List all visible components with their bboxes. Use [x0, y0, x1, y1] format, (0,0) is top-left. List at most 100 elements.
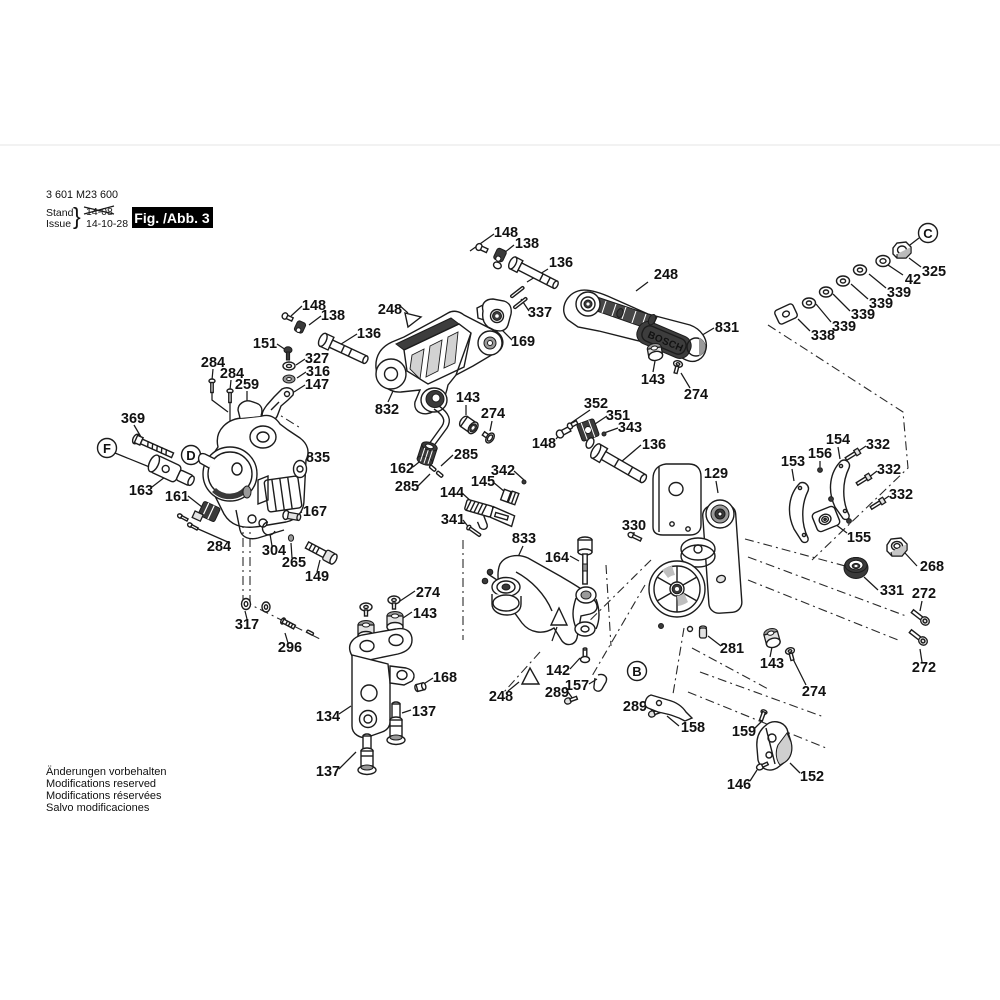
svg-text:304: 304 — [262, 543, 286, 559]
svg-text:835: 835 — [306, 450, 330, 466]
svg-text:316: 316 — [306, 364, 330, 380]
svg-text:143: 143 — [456, 390, 480, 406]
svg-text:259: 259 — [235, 377, 259, 393]
svg-text:289: 289 — [623, 699, 647, 715]
svg-text:158: 158 — [681, 720, 705, 736]
svg-text:136: 136 — [357, 326, 381, 342]
svg-text:152: 152 — [800, 769, 824, 785]
svg-text:146: 146 — [727, 777, 751, 793]
svg-text:285: 285 — [454, 447, 478, 463]
svg-text:137: 137 — [316, 764, 340, 780]
svg-text:296: 296 — [278, 640, 302, 656]
svg-text:831: 831 — [715, 320, 739, 336]
svg-text:339: 339 — [869, 296, 893, 312]
svg-text:Fig. /Abb. 3: Fig. /Abb. 3 — [134, 210, 210, 226]
svg-text:B: B — [632, 664, 641, 679]
svg-text:151: 151 — [253, 336, 277, 352]
svg-text:168: 168 — [433, 670, 457, 686]
svg-text:155: 155 — [847, 530, 871, 546]
svg-text:3 601 M23 600: 3 601 M23 600 — [46, 189, 118, 201]
svg-text:330: 330 — [622, 518, 646, 534]
svg-text:138: 138 — [515, 236, 539, 252]
svg-text:274: 274 — [481, 406, 505, 422]
svg-text:351: 351 — [606, 408, 630, 424]
svg-text:352: 352 — [584, 396, 608, 412]
svg-text:42: 42 — [905, 272, 921, 288]
svg-text:137: 137 — [412, 704, 436, 720]
svg-text:143: 143 — [760, 656, 784, 672]
svg-text:332: 332 — [889, 487, 913, 503]
svg-text:274: 274 — [684, 387, 708, 403]
svg-text:284: 284 — [220, 366, 244, 382]
svg-text:Salvo modificaciones: Salvo modificaciones — [46, 802, 150, 814]
svg-text:138: 138 — [321, 308, 345, 324]
svg-text:248: 248 — [489, 689, 513, 705]
svg-text:143: 143 — [413, 606, 437, 622]
svg-text:148: 148 — [532, 436, 556, 452]
svg-text:159: 159 — [732, 724, 756, 740]
svg-text:163: 163 — [129, 483, 153, 499]
svg-text:248: 248 — [378, 302, 402, 318]
svg-text:332: 332 — [877, 462, 901, 478]
svg-text:327: 327 — [305, 351, 329, 367]
svg-text:337: 337 — [528, 305, 552, 321]
svg-text:338: 338 — [811, 328, 835, 344]
svg-text:145: 145 — [471, 474, 495, 490]
svg-text:129: 129 — [704, 466, 728, 482]
svg-text:149: 149 — [305, 569, 329, 585]
svg-text:Modifications réservées: Modifications réservées — [46, 790, 162, 802]
svg-text:331: 331 — [880, 583, 904, 599]
svg-text:134: 134 — [316, 709, 340, 725]
svg-text:162: 162 — [390, 461, 414, 477]
svg-text:341: 341 — [441, 512, 465, 528]
svg-text:332: 332 — [866, 437, 890, 453]
svg-text:143: 143 — [641, 372, 665, 388]
svg-text:833: 833 — [512, 531, 536, 547]
svg-text:Issue: Issue — [46, 218, 71, 230]
svg-text:136: 136 — [549, 255, 573, 271]
svg-text:369: 369 — [121, 411, 145, 427]
svg-text:339: 339 — [887, 285, 911, 301]
svg-text:343: 343 — [618, 420, 642, 436]
svg-text:339: 339 — [851, 307, 875, 323]
svg-text:F: F — [103, 441, 111, 456]
svg-text:136: 136 — [642, 437, 666, 453]
svg-text:339: 339 — [832, 319, 856, 335]
svg-text:147: 147 — [305, 377, 329, 393]
svg-text:148: 148 — [302, 298, 326, 314]
svg-text:157: 157 — [565, 678, 589, 694]
svg-text:Stand: Stand — [46, 207, 74, 219]
svg-text:Modifications reserved: Modifications reserved — [46, 778, 156, 790]
svg-text:144: 144 — [440, 485, 464, 501]
svg-text:281: 281 — [720, 641, 744, 657]
svg-text:284: 284 — [207, 539, 231, 555]
svg-text:272: 272 — [912, 586, 936, 602]
svg-text:14-10-28: 14-10-28 — [86, 218, 128, 230]
svg-text:142: 142 — [546, 663, 570, 679]
svg-text:C: C — [923, 226, 933, 241]
svg-text:Änderungen vorbehalten: Änderungen vorbehalten — [46, 766, 166, 778]
svg-text:342: 342 — [491, 463, 515, 479]
svg-text:153: 153 — [781, 454, 805, 470]
svg-text:154: 154 — [826, 432, 850, 448]
svg-text:268: 268 — [920, 559, 944, 575]
svg-text:169: 169 — [511, 334, 535, 350]
svg-text:148: 148 — [494, 225, 518, 241]
svg-text:274: 274 — [416, 585, 440, 601]
svg-text:284: 284 — [201, 355, 225, 371]
svg-text:156: 156 — [808, 446, 832, 462]
svg-text:272: 272 — [912, 660, 936, 676]
svg-text:164: 164 — [545, 550, 569, 566]
svg-text:265: 265 — [282, 555, 306, 571]
svg-text:161: 161 — [165, 489, 189, 505]
svg-text:832: 832 — [375, 402, 399, 418]
svg-text:289: 289 — [545, 685, 569, 701]
svg-text:285: 285 — [395, 479, 419, 495]
svg-text:248: 248 — [654, 267, 678, 283]
svg-text:D: D — [186, 448, 195, 463]
svg-text:}: } — [73, 203, 81, 229]
svg-text:325: 325 — [922, 264, 946, 280]
svg-text:167: 167 — [303, 504, 327, 520]
svg-text:317: 317 — [235, 617, 259, 633]
svg-text:274: 274 — [802, 684, 826, 700]
